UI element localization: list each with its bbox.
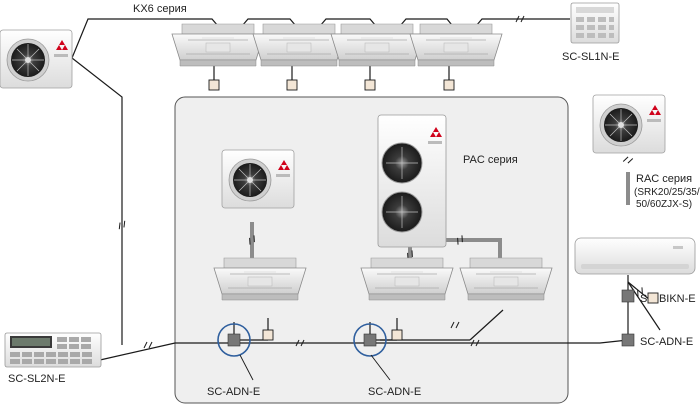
- outdoor-unit-icon: [377, 114, 447, 248]
- cassette-unit-icon: [252, 23, 346, 67]
- remote-control-icon: [208, 79, 455, 91]
- rac-models-label: (SRK20/25/35/: [634, 187, 700, 198]
- cassette-unit-icon: [171, 23, 265, 67]
- central-controller-icon: [570, 2, 620, 44]
- cassette-unit-icon: [360, 257, 454, 301]
- cassette-unit-icon: [213, 257, 307, 301]
- adapter-box-icon: [621, 289, 635, 303]
- outdoor-unit-icon: [0, 29, 73, 89]
- sc-sl1n-label: SC-SL1N-E: [562, 51, 619, 63]
- kx6-series-label: KX6 серия: [133, 3, 187, 15]
- adapter-box-icon: [621, 333, 635, 347]
- remote-control-icon: [647, 292, 659, 304]
- adapter-box-icon: [217, 323, 251, 357]
- adapter-box-icon: [353, 323, 387, 357]
- sc-sl2n-label: SC-SL2N-E: [8, 373, 65, 385]
- rac-models-label-2: 50/60ZJX-S): [636, 199, 692, 210]
- sc-adn-label-left: SC-ADN-E: [207, 386, 260, 398]
- sc-adn-label-right: SC-ADN-E: [640, 336, 693, 348]
- outdoor-unit-icon: [592, 94, 666, 154]
- pac-zone-panel: [174, 96, 569, 404]
- cassette-unit-icon: [330, 23, 424, 67]
- cassette-unit-icon: [459, 257, 553, 301]
- wall-unit-icon: [574, 237, 696, 275]
- pac-series-label: PAC серия: [463, 154, 518, 166]
- outdoor-unit-icon: [221, 149, 295, 209]
- rac-series-label: RAC серия: [636, 173, 692, 185]
- sc-adn-label-mid: SC-ADN-E: [368, 386, 421, 398]
- cassette-unit-icon: [409, 23, 503, 67]
- central-controller-icon: [4, 332, 102, 368]
